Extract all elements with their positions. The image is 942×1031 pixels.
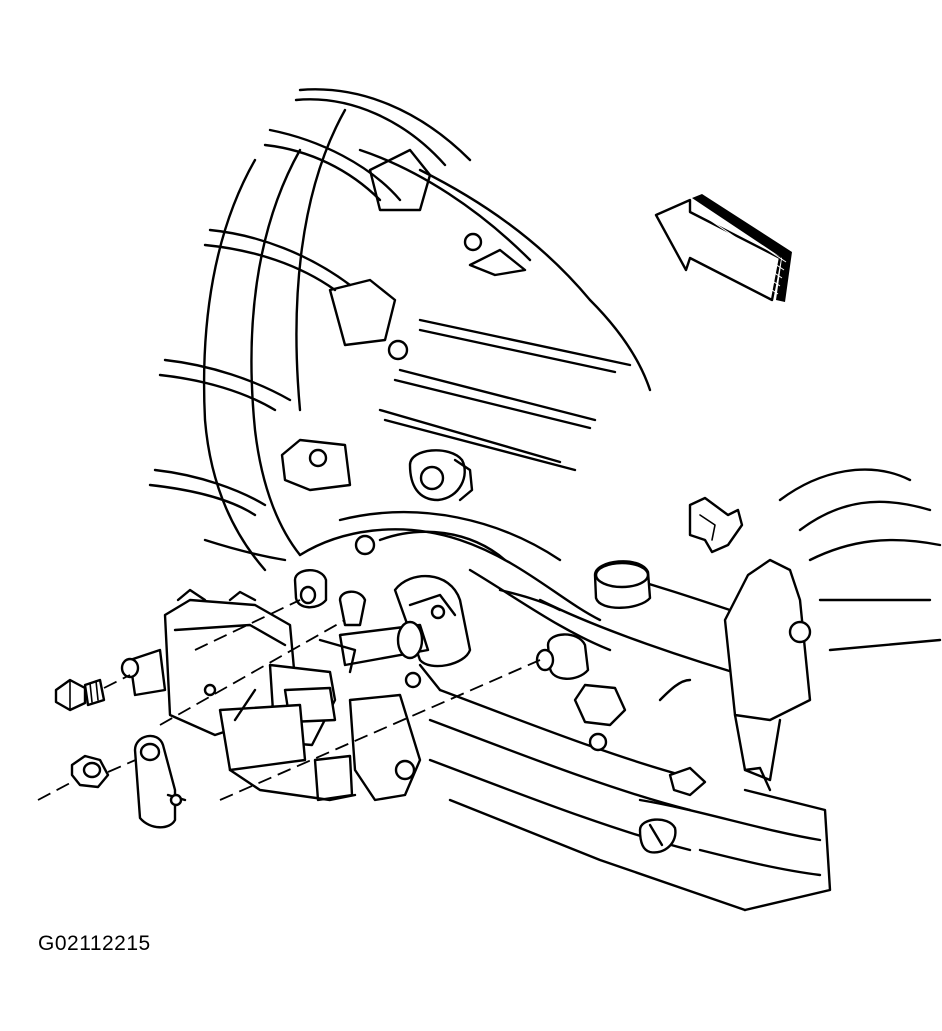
transmission-case: [298, 468, 942, 912]
bell-housing: [148, 88, 652, 572]
alignment-lines: [159, 599, 541, 801]
front-direction-arrow-icon: [654, 194, 792, 302]
manual-shift-shaft: [293, 534, 612, 692]
mounting-bolt-icon: [54, 674, 131, 712]
retaining-clip: [688, 496, 744, 554]
manual-shift-lever: [133, 734, 187, 829]
figure-id-label: G02112215: [38, 932, 151, 955]
nut-icon: [37, 754, 141, 801]
neutral-position-switch: [120, 588, 422, 802]
